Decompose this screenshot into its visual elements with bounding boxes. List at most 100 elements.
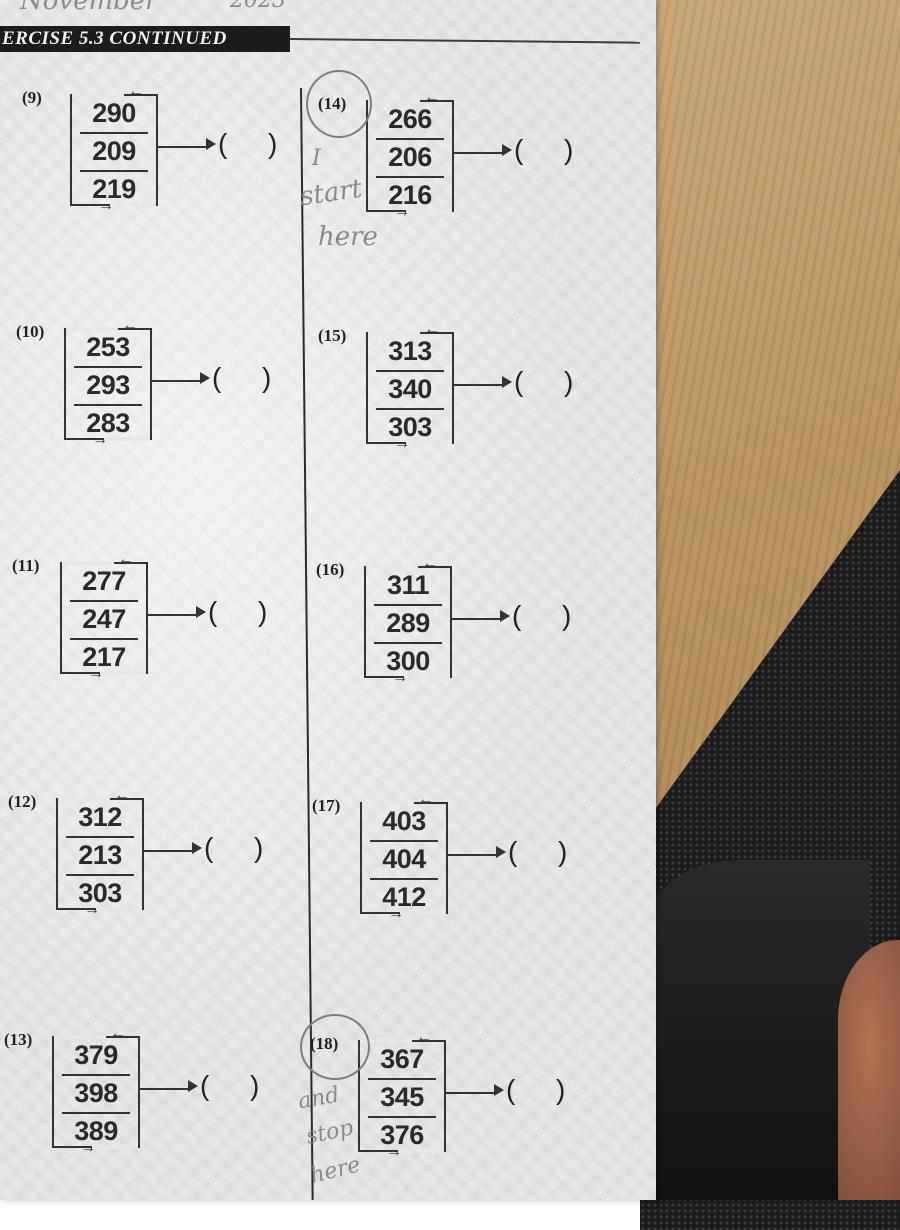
arrow-left-icon: ← — [122, 317, 138, 334]
cycle-bracket: ← → 379 398 389 — [52, 1026, 140, 1156]
value: 283 — [86, 408, 130, 438]
exercise-11: (11) ← → 277 247 217 ( ) — [12, 552, 267, 686]
arrow-left-icon: ← — [424, 89, 440, 106]
value: 313 — [376, 334, 444, 372]
pencil-note-start-3: here — [318, 222, 378, 252]
value: 398 — [62, 1076, 130, 1114]
arrow-left-icon: ← — [416, 1029, 432, 1046]
value: 311 — [374, 568, 442, 606]
cycle-bracket: ← → 403 404 412 — [360, 792, 448, 922]
value: 340 — [376, 372, 444, 410]
value: 412 — [382, 882, 426, 912]
value: 216 — [388, 180, 432, 210]
arrow-head-icon — [192, 842, 202, 854]
exercise-18: (18) ← → 367 345 376 ( ) — [310, 1030, 565, 1164]
exercise-number: (13) — [4, 1030, 33, 1049]
arrow-head-icon — [196, 606, 206, 618]
output-arrow — [148, 614, 198, 616]
hand-edge — [838, 940, 900, 1200]
answer-close-paren: ) — [250, 1070, 260, 1101]
answer-close-paren: ) — [556, 1074, 566, 1105]
arrow-right-icon: → — [386, 1143, 402, 1160]
output-arrow — [446, 1092, 496, 1094]
value: 367 — [368, 1042, 436, 1080]
answer-close-paren: ) — [268, 128, 278, 159]
arrow-left-icon: ← — [118, 551, 134, 568]
pencil-circle-14 — [306, 70, 372, 138]
value: 293 — [74, 368, 142, 406]
answer-close-paren: ) — [262, 362, 272, 393]
exercise-9: (9) ← → 290 209 219 ( ) — [22, 84, 277, 218]
arrow-right-icon: → — [80, 1139, 96, 1156]
answer-close-paren: ) — [564, 366, 574, 397]
arrow-left-icon: ← — [424, 321, 440, 338]
value: 312 — [66, 800, 134, 838]
exercise-number: (11) — [12, 556, 40, 575]
arrow-head-icon — [200, 372, 210, 384]
pencil-circle-18 — [300, 1014, 370, 1080]
arrow-right-icon: → — [98, 197, 114, 214]
header-band — [0, 26, 290, 52]
exercise-number: (15) — [318, 326, 347, 345]
arrow-left-icon: ← — [114, 787, 130, 804]
exercise-number: (12) — [8, 792, 37, 811]
answer-open-paren: ( — [208, 596, 218, 627]
cycle-bracket: ← → 367 345 376 — [358, 1030, 446, 1160]
exercise-10: (10) ← → 253 293 283 ( ) — [16, 318, 271, 452]
value: 345 — [368, 1080, 436, 1118]
value: 209 — [80, 134, 148, 172]
arrow-right-icon: → — [394, 203, 410, 220]
value: 379 — [62, 1038, 130, 1076]
pencil-scribble-month: November — [20, 0, 158, 16]
value: 303 — [388, 412, 432, 442]
value: 253 — [74, 330, 142, 368]
answer-open-paren: ( — [514, 134, 524, 165]
answer-open-paren: ( — [218, 128, 228, 159]
value: 290 — [80, 96, 148, 134]
exercise-15: (15) ← → 313 340 303 ( ) — [318, 322, 573, 456]
cycle-bracket: ← → 312 213 303 — [56, 788, 144, 918]
value: 219 — [92, 174, 136, 204]
value: 217 — [82, 642, 126, 672]
exercise-12: (12) ← → 312 213 303 ( ) — [8, 788, 263, 922]
answer-close-paren: ) — [564, 134, 574, 165]
answer-open-paren: ( — [514, 366, 524, 397]
value: 300 — [386, 646, 430, 676]
answer-close-paren: ) — [558, 836, 568, 867]
arrow-left-icon: ← — [422, 555, 438, 572]
exercise-number: (17) — [312, 796, 341, 815]
cycle-bracket: ← → 266 206 216 — [366, 90, 454, 220]
value: 303 — [78, 878, 122, 908]
answer-open-paren: ( — [512, 600, 522, 631]
value: 247 — [70, 602, 138, 640]
value: 404 — [370, 842, 438, 880]
output-arrow — [454, 152, 504, 154]
arrow-right-icon: → — [394, 435, 410, 452]
arrow-right-icon: → — [392, 669, 408, 686]
arrow-head-icon — [494, 1084, 504, 1096]
exercise-number: (9) — [22, 88, 42, 107]
output-arrow — [158, 146, 208, 148]
answer-close-paren: ) — [254, 832, 264, 863]
arrow-left-icon: ← — [128, 83, 144, 100]
output-arrow — [454, 384, 504, 386]
value: 266 — [376, 102, 444, 140]
value: 289 — [374, 606, 442, 644]
arrow-left-icon: ← — [110, 1025, 126, 1042]
answer-open-paren: ( — [204, 832, 214, 863]
cycle-bracket: ← → 311 289 300 — [364, 556, 452, 686]
output-arrow — [144, 850, 194, 852]
answer-open-paren: ( — [200, 1070, 210, 1101]
arrow-head-icon — [502, 144, 512, 156]
pencil-scribble-year: 2023 — [230, 0, 286, 13]
output-arrow — [152, 380, 202, 382]
exercise-16: (16) ← → 311 289 300 ( ) — [316, 556, 571, 690]
cycle-bracket: ← → 313 340 303 — [366, 322, 454, 452]
arrow-head-icon — [500, 610, 510, 622]
value: 389 — [74, 1116, 118, 1146]
pencil-note-start-1: I — [312, 146, 321, 171]
arrow-head-icon — [502, 376, 512, 388]
arrow-right-icon: → — [88, 665, 104, 682]
arrow-head-icon — [206, 138, 216, 150]
cycle-bracket: ← → 253 293 283 — [64, 318, 152, 448]
